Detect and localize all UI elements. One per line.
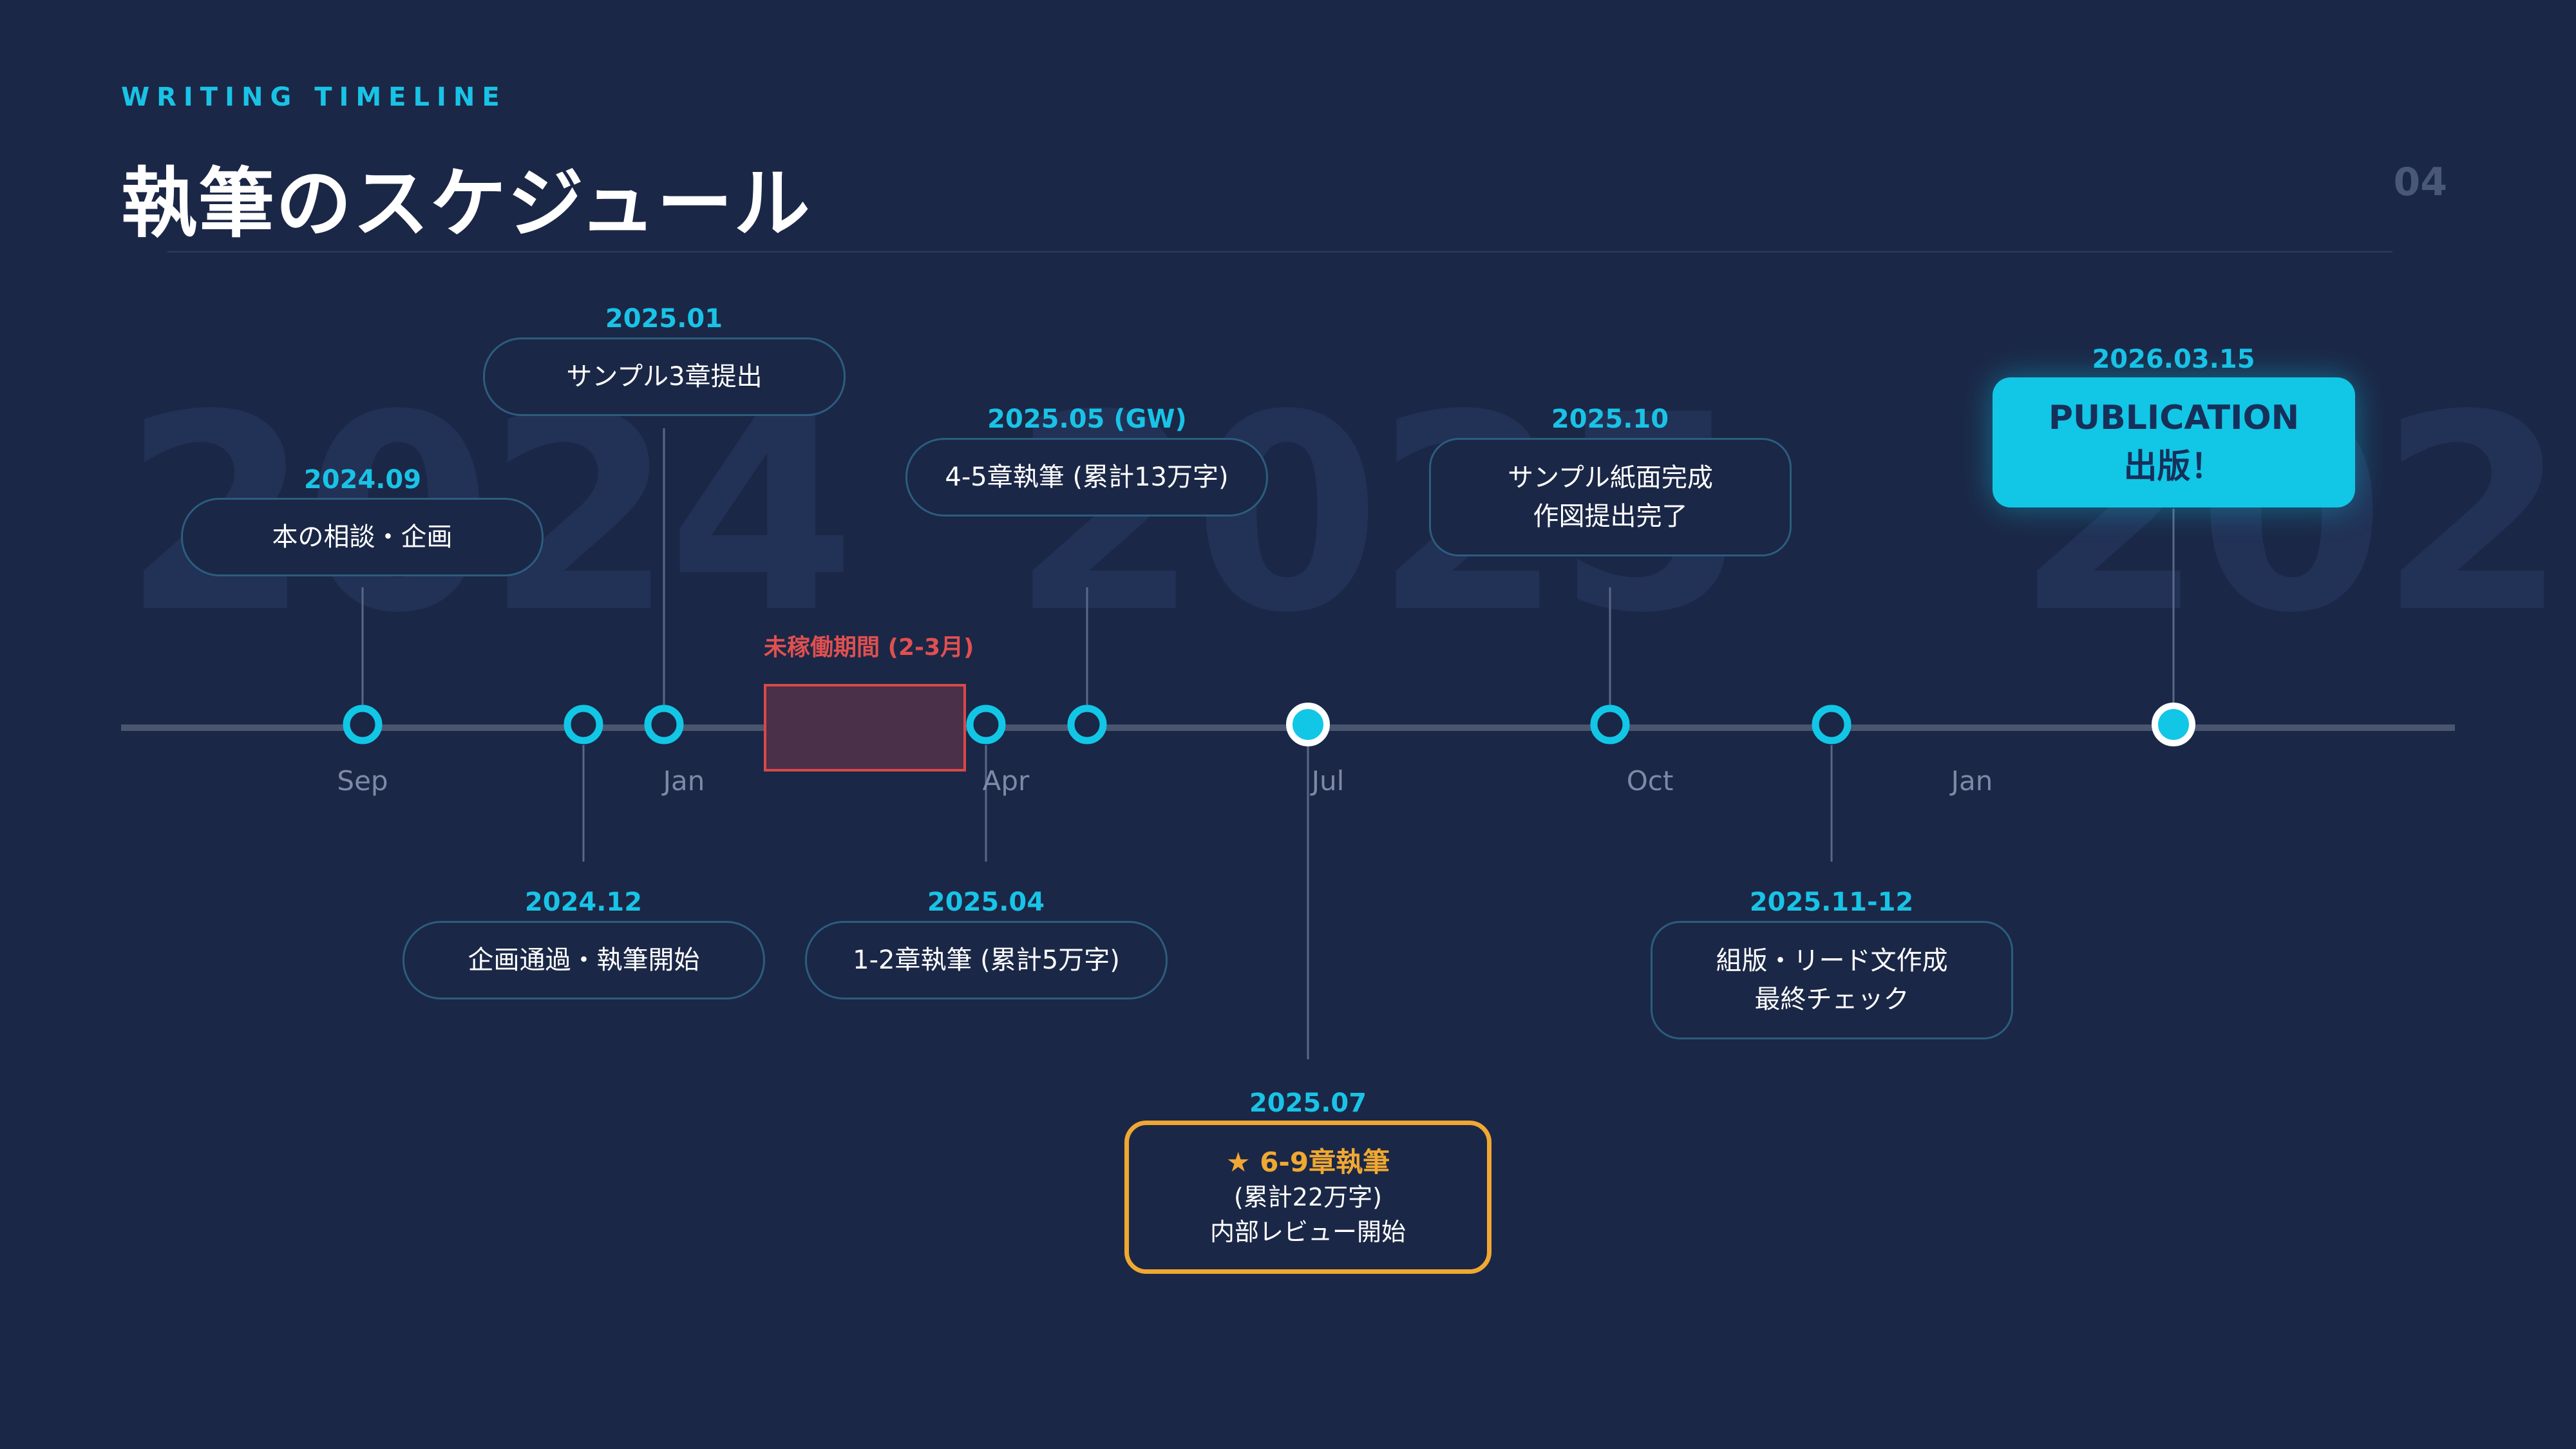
month-label-sep: Sep	[337, 765, 388, 797]
milestone-date-2025-01: 2025.01	[605, 304, 723, 334]
milestone-line: 内部レビュー開始	[1209, 1218, 1406, 1246]
milestone-text: 企画通過・執筆開始	[468, 945, 700, 975]
milestone-node-2025-07	[1286, 703, 1330, 746]
milestone-line: 作図提出完了	[1533, 502, 1688, 531]
publication-subtitle: 出版！	[2123, 448, 2224, 486]
month-label-oct: Oct	[1626, 765, 1674, 797]
milestone-node-2025-01	[644, 705, 684, 744]
milestone-date-2024-09: 2024.09	[303, 465, 422, 495]
milestone-date-2025-11: 2025.11-12	[1749, 887, 1914, 917]
milestone-card-2025-11: 組版・リード文作成 最終チェック	[1651, 921, 2013, 1039]
milestone-card-2025-05: 4-5章執筆 (累計13万字)	[905, 438, 1268, 516]
milestone-date-2025-10: 2025.10	[1551, 404, 1669, 434]
milestone-card-2025-07-highlight: ★ 6-9章執筆 (累計22万字) 内部レビュー開始	[1124, 1121, 1492, 1274]
milestone-line: (累計22万字)	[1233, 1183, 1382, 1211]
milestone-card-2024-09: 本の相談・企画	[181, 498, 544, 576]
milestone-date-2025-04: 2025.04	[927, 887, 1045, 917]
section-eyebrow: WRITING TIMELINE	[121, 82, 507, 112]
milestone-line: 最終チェック	[1754, 985, 1909, 1014]
idle-period-box	[764, 684, 966, 772]
month-label-jan-2026: Jan	[1951, 765, 1993, 797]
milestone-date-2026-03: 2026.03.15	[2092, 345, 2255, 374]
milestone-text: 本の相談・企画	[272, 522, 453, 552]
milestone-text: 1-2章執筆 (累計5万字)	[853, 945, 1120, 975]
milestone-card-2024-12: 企画通過・執筆開始	[402, 921, 765, 999]
milestone-line: サンプル紙面完成	[1508, 463, 1713, 493]
milestone-node-2024-12	[564, 705, 603, 744]
month-label-jul: Jul	[1311, 765, 1345, 797]
month-label-jan: Jan	[663, 765, 705, 797]
milestone-date-2025-07: 2025.07	[1249, 1088, 1367, 1118]
page-title: 執筆のスケジュール	[121, 159, 811, 248]
milestone-node-2026-03	[2152, 703, 2195, 746]
milestone-date-2025-05: 2025.05 (GW)	[987, 404, 1187, 434]
milestone-card-2025-01: サンプル3章提出	[483, 337, 846, 416]
month-label-apr: Apr	[982, 765, 1030, 797]
milestone-date-2024-12: 2024.12	[524, 887, 643, 917]
milestone-node-2025-10	[1590, 705, 1630, 744]
milestone-card-2025-04: 1-2章執筆 (累計5万字)	[805, 921, 1168, 999]
milestone-text: 4-5章執筆 (累計13万字)	[945, 462, 1229, 492]
milestone-node-2025-11	[1812, 705, 1852, 744]
title-divider	[167, 251, 2392, 252]
idle-period-label: 未稼働期間 (2-3月)	[764, 634, 974, 661]
milestone-line: 組版・リード文作成	[1716, 946, 1948, 976]
publication-title: PUBLICATION	[2048, 399, 2300, 437]
milestone-node-2024-09	[343, 705, 383, 744]
milestone-title: ★ 6-9章執筆	[1226, 1146, 1390, 1178]
publication-card: PUBLICATION 出版！	[1993, 377, 2355, 507]
milestone-card-2025-10: サンプル紙面完成 作図提出完了	[1429, 438, 1792, 556]
milestone-node-2025-05	[1067, 705, 1107, 744]
milestone-text: サンプル3章提出	[566, 362, 762, 392]
page-number: 04	[2393, 160, 2448, 205]
milestone-node-2025-04	[966, 705, 1006, 744]
